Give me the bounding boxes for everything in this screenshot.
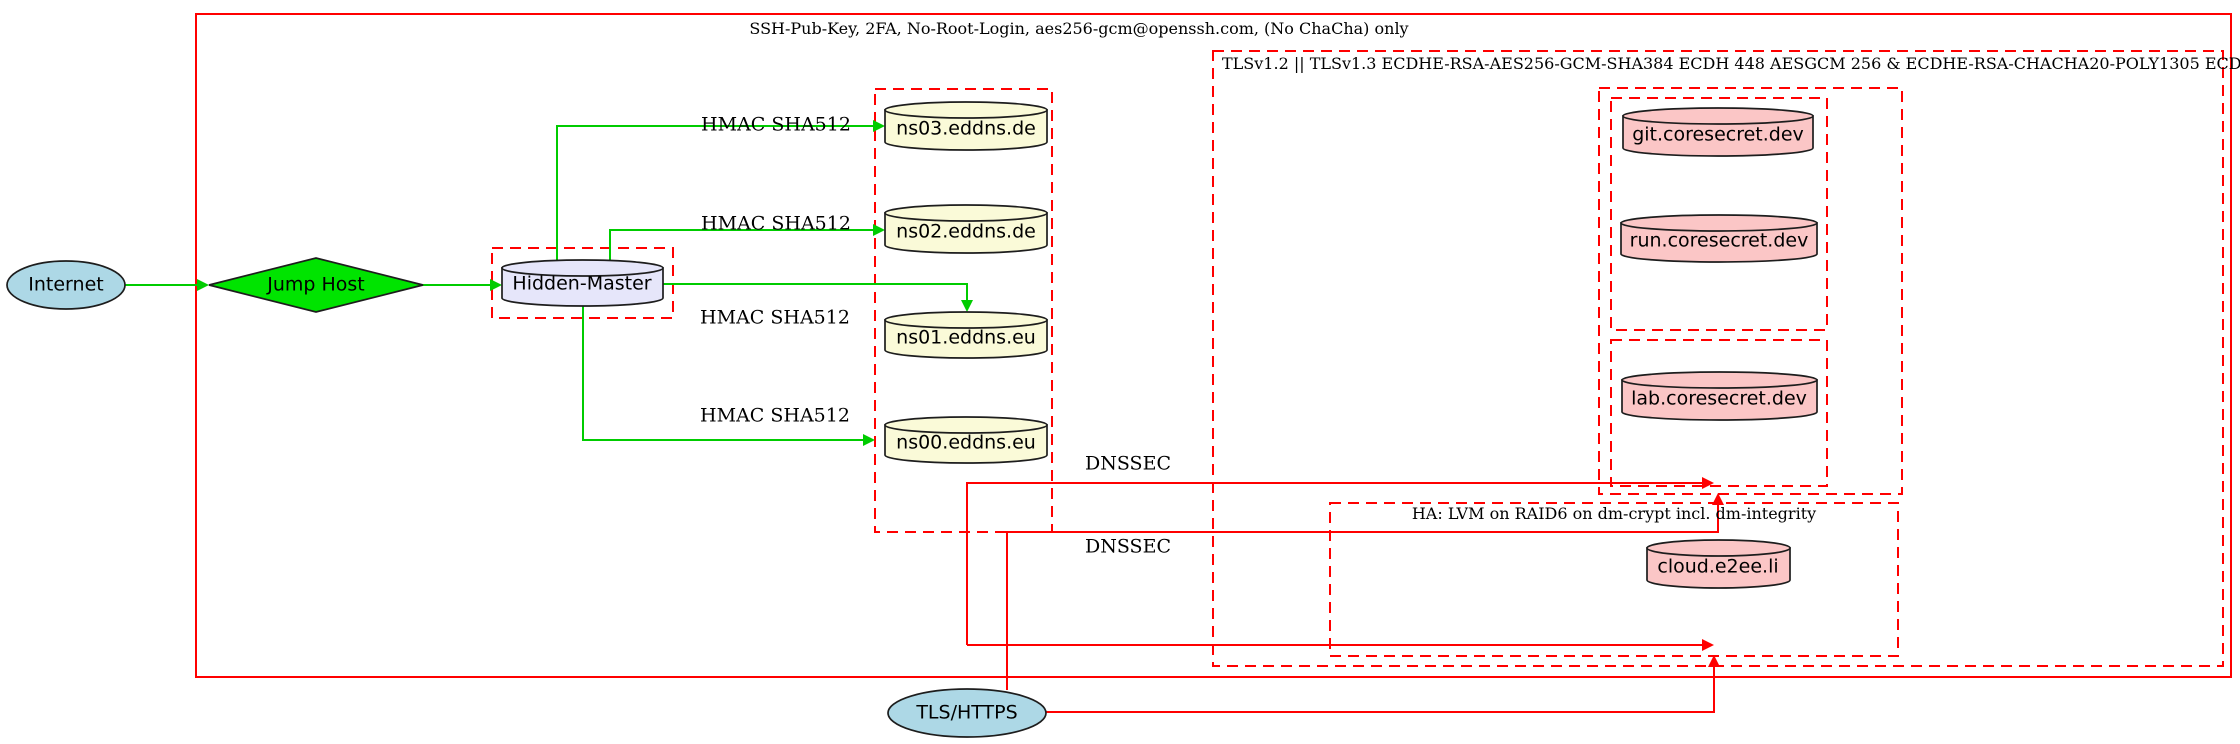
lab-node <box>1621 371 1818 421</box>
ns02-node <box>884 204 1048 254</box>
edge-label-dnssec-lower: DNSSEC <box>1085 535 1171 558</box>
node-label-run: run.coresecret.dev <box>1629 229 1809 252</box>
node-label-internet: Internet <box>28 273 104 296</box>
edge-hiddenmaster-ns01 <box>663 283 973 312</box>
node-label-ns03: ns03.eddns.de <box>896 117 1036 140</box>
ssh-cluster-box <box>195 13 2232 678</box>
ha-cluster-label: HA: LVM on RAID6 on dm-crypt incl. dm-in… <box>1411 504 1817 524</box>
edge-dnssec-lower <box>967 639 1714 651</box>
ns-cluster-box <box>874 88 1053 533</box>
edge-tlshttps-coresecret <box>1006 493 1724 690</box>
edge-hiddenmaster-ns03 <box>556 120 885 260</box>
lab-cluster-box <box>1610 339 1828 487</box>
jump-host-node <box>208 257 424 313</box>
tls-cluster-label: TLSv1.2 || TLSv1.3 ECDHE-RSA-AES256-GCM-… <box>1222 54 2240 74</box>
node-label-ns02: ns02.eddns.de <box>896 220 1036 243</box>
edge-label-hmac-ns03: HMAC SHA512 <box>701 113 851 136</box>
git-node <box>1622 107 1814 157</box>
edge-hiddenmaster-ns02 <box>609 224 885 260</box>
edge-label-hmac-ns00: HMAC SHA512 <box>700 404 850 427</box>
edge-label-dnssec-upper: DNSSEC <box>1085 452 1171 475</box>
ns03-node <box>884 101 1048 151</box>
node-label-ns01: ns01.eddns.eu <box>896 326 1036 349</box>
coresecret-cluster-box <box>1598 87 1903 495</box>
node-label-tls-https: TLS/HTTPS <box>916 701 1018 724</box>
git-run-cluster-box <box>1610 97 1828 331</box>
edge-dnssec-upper <box>966 477 1714 645</box>
edge-label-hmac-ns02: HMAC SHA512 <box>701 212 851 235</box>
edge-jumphost-hiddenmaster <box>423 279 502 291</box>
node-label-git: git.coresecret.dev <box>1632 123 1804 146</box>
hidden-master-node <box>501 259 664 307</box>
node-label-lab: lab.coresecret.dev <box>1631 387 1807 410</box>
cloud-node <box>1646 539 1791 589</box>
edge-hiddenmaster-ns00 <box>582 306 875 446</box>
edge-label-hmac-ns01: HMAC SHA512 <box>700 306 850 329</box>
edge-internet-jumphost <box>125 279 209 291</box>
node-label-jump-host: Jump Host <box>267 273 365 296</box>
ns00-node <box>884 416 1048 464</box>
ssh-cluster-label: SSH-Pub-Key, 2FA, No-Root-Login, aes256-… <box>749 19 1409 39</box>
edge-tlshttps-ha <box>1046 655 1720 713</box>
tls-https-node <box>887 688 1047 738</box>
internet-node <box>6 260 126 310</box>
ha-cluster-box <box>1329 502 1899 657</box>
node-label-cloud: cloud.e2ee.li <box>1657 555 1779 578</box>
node-label-ns00: ns00.eddns.eu <box>896 431 1036 454</box>
ns01-node <box>884 311 1048 359</box>
node-label-hidden-master: Hidden-Master <box>512 272 652 295</box>
run-node <box>1620 214 1818 263</box>
